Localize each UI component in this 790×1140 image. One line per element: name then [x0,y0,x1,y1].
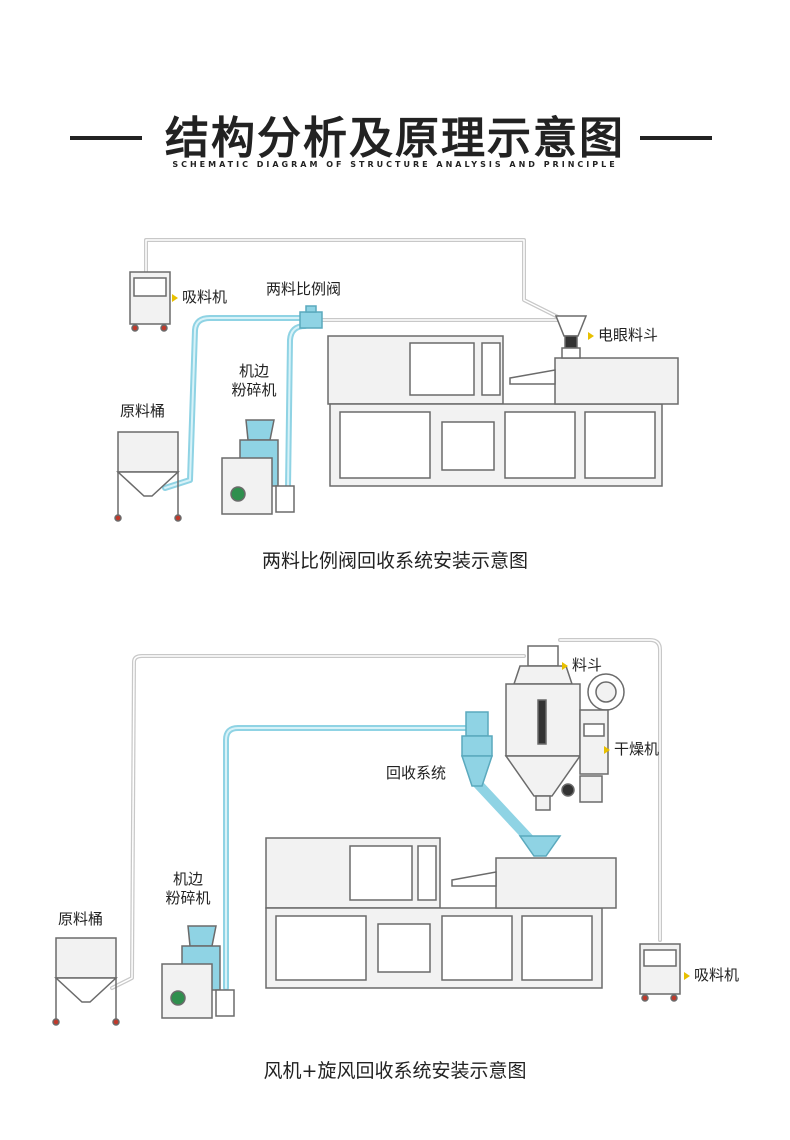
label-dryer: 干燥机 [604,738,659,759]
label-hopper-2: 料斗 [562,654,602,675]
cyclone-icon [460,711,562,857]
crusher-1-icon [221,419,295,515]
label-barrel-1: 原料桶 [120,402,166,420]
dryer-hopper-icon [504,645,625,811]
diagram1-drawing [114,238,679,522]
caption-diagram2: 风机+旋风回收系统安装示意图 [263,1060,527,1082]
diagram-fan-cyclone: 料斗 干燥机 回收系统 机边 粉碎机 原料桶 吸料机 风机+旋风回收系统安装示意… [0,600,790,1140]
label-cyclone: 回收系统 [386,764,447,782]
label-crusher-1: 机边 粉碎机 [231,362,277,399]
label-hopper-1: 电眼料斗 [588,324,658,345]
diagram-proportional-valve: 吸料机 两料比例阀 电眼料斗 机边 粉碎机 原料桶 两料比例阀回收系统安装示意图 [114,238,679,572]
vacuum-loader-2-icon [639,943,681,1002]
pointer-icon [172,293,178,302]
vacuum-loader-icon [129,271,171,332]
header: 结构分析及原理示意图 SCHEMATIC DIAGRAM OF STRUCTUR… [0,96,790,176]
pointer-icon [588,331,594,340]
label-loader-2: 吸料机 [684,964,739,985]
label-loader-1: 吸料机 [172,286,227,307]
pointer-icon [562,661,568,670]
caption-diagram1: 两料比例阀回收系统安装示意图 [261,550,528,572]
crusher-2-icon [161,925,235,1019]
pointer-icon [604,745,610,754]
title-right-rule [640,136,712,140]
label-valve: 两料比例阀 [266,280,342,298]
injection-machine-1-icon [327,315,679,487]
page-subtitle: SCHEMATIC DIAGRAM OF STRUCTURE ANALYSIS … [172,160,618,169]
diagram2-drawing [52,638,681,1026]
proportional-valve-icon [299,305,323,329]
raw-barrel-2-icon [52,937,120,1026]
label-crusher-2: 机边 粉碎机 [165,870,211,907]
page-title: 结构分析及原理示意图 [165,113,625,164]
raw-barrel-1-icon [114,431,182,522]
pointer-icon [684,971,690,980]
label-barrel-2: 原料桶 [58,910,104,928]
title-left-rule [70,136,142,140]
injection-machine-2-icon [265,837,617,989]
